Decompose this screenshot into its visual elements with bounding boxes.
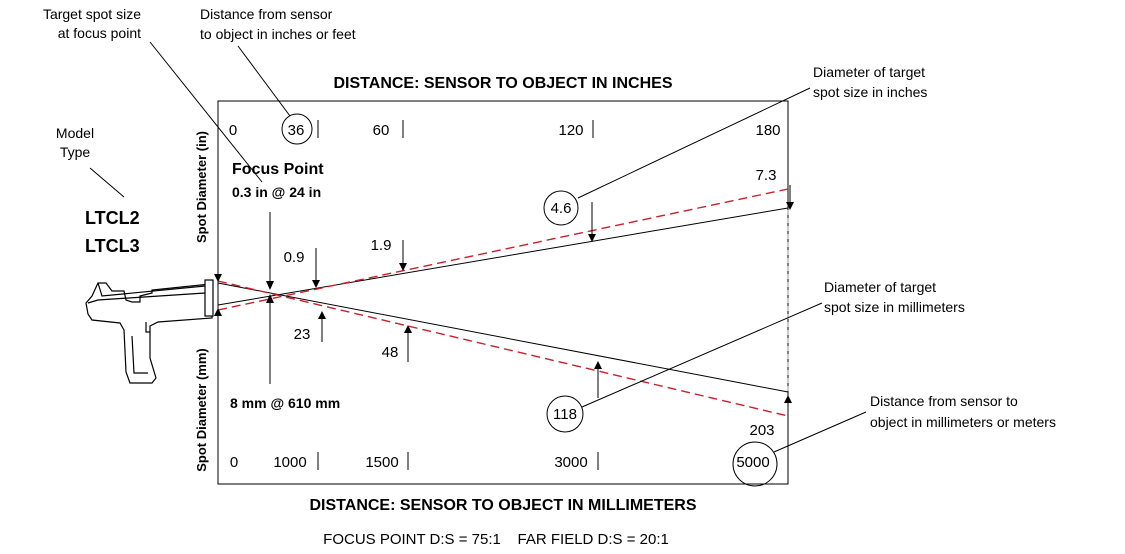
sensor-arrow-down-head [214,274,222,282]
leader-lines [89,41,867,453]
focus-arrow-down-head [266,281,274,290]
callout-model-2: Type [60,144,91,160]
value-118-mm: 118 [553,406,577,423]
focus-point-mm: 8 mm @ 610 mm [230,395,340,411]
top-tick-label-60: 60 [373,122,390,139]
circle-4-6 [543,190,579,226]
inch-arrows [312,185,794,288]
device-side-edge [87,292,206,304]
leader-diameter-mm [581,302,823,408]
leader-target-spot [149,41,263,183]
bottom-tick-label-1000: 1000 [273,454,306,471]
y-label-inches: Spot Diameter (in) [194,131,209,243]
sensor-arrow-up-head [214,308,222,316]
leader-diameter-in [577,87,811,199]
bottom-axis-title: DISTANCE: SENSOR TO OBJECT IN MILLIMETER… [310,497,697,514]
value-203-mm: 203 [749,422,774,439]
focus-arrow-up-head [266,294,274,303]
bottom-tick-label-1500: 1500 [365,454,398,471]
top-tick-label-0: 0 [229,122,237,139]
circle-36 [281,113,313,145]
value-7-3-in: 7.3 [756,167,777,184]
leader-distance-mm [773,411,867,453]
bottom-axis-ticks: 0 1000 1500 3000 5000 [230,452,770,471]
top-tick-label-120: 120 [558,122,583,139]
device-trigger [145,322,150,333]
value-4-6-in: 4.6 [551,200,572,217]
model-ltcl3: LTCL3 [85,236,140,256]
circle-5000 [732,441,778,487]
callout-distance-mm-1: Distance from sensor to [870,393,1018,409]
mm-arrows [318,311,792,420]
arrow-7-3-head [786,202,794,210]
model-ltcl2: LTCL2 [85,208,140,228]
callout-diameter-mm-1: Diameter of target [824,279,936,295]
handheld-sensor-device [85,279,214,384]
sensor-face-arrows [214,245,222,340]
callout-distance-mm-2: object in millimeters or meters [870,414,1056,430]
arrow-0-9-head [312,280,320,288]
focus-point-title: Focus Point [232,161,324,178]
callout-distance-sensor-2: to object in inches or feet [200,26,356,42]
device-grip-line [131,335,148,374]
value-23-mm: 23 [294,326,311,343]
arrow-48-head [404,325,412,333]
leader-distance-sensor [237,45,291,117]
bottom-tick-label-5000: 5000 [736,454,769,471]
callout-model-1: Model [56,125,94,141]
callout-diameter-in-1: Diameter of target [813,64,925,80]
leader-model [89,167,125,198]
y-label-mm: Spot Diameter (mm) [194,348,209,472]
arrow-203-head [784,395,792,403]
value-1-9-in: 1.9 [371,237,392,254]
bottom-tick-label-3000: 3000 [554,454,587,471]
top-tick-label-36: 36 [288,122,305,139]
callout-target-spot-1: Target spot size [43,6,141,22]
top-axis-ticks: 0 36 60 120 180 [229,120,789,139]
callout-distance-sensor-1: Distance from sensor [200,6,333,22]
focus-point-inches: 0.3 in @ 24 in [232,184,321,200]
arrow-118-head [594,361,602,369]
bottom-tick-label-0: 0 [230,454,238,471]
near-field-upper-line [217,207,789,306]
top-tick-label-180: 180 [755,122,780,139]
callout-target-spot-2: at focus point [58,25,141,41]
device-top-edge [97,282,206,297]
device-body [85,282,213,384]
arrow-4-6-head [588,234,596,242]
arrow-23-head [318,311,326,319]
value-0-9-in: 0.9 [284,249,305,266]
footer-ratio: FOCUS POINT D:S = 75:1 FAR FIELD D:S = 2… [323,531,669,548]
near-field-lower-line [217,282,789,393]
top-axis-title: DISTANCE: SENSOR TO OBJECT IN INCHES [334,75,673,92]
device-lens [204,279,214,317]
circle-118 [546,395,584,433]
value-48-mm: 48 [382,344,399,361]
callout-diameter-in-2: spot size in inches [813,84,927,100]
arrow-1-9-head [399,263,407,271]
callout-diameter-mm-2: spot size in millimeters [824,299,965,315]
